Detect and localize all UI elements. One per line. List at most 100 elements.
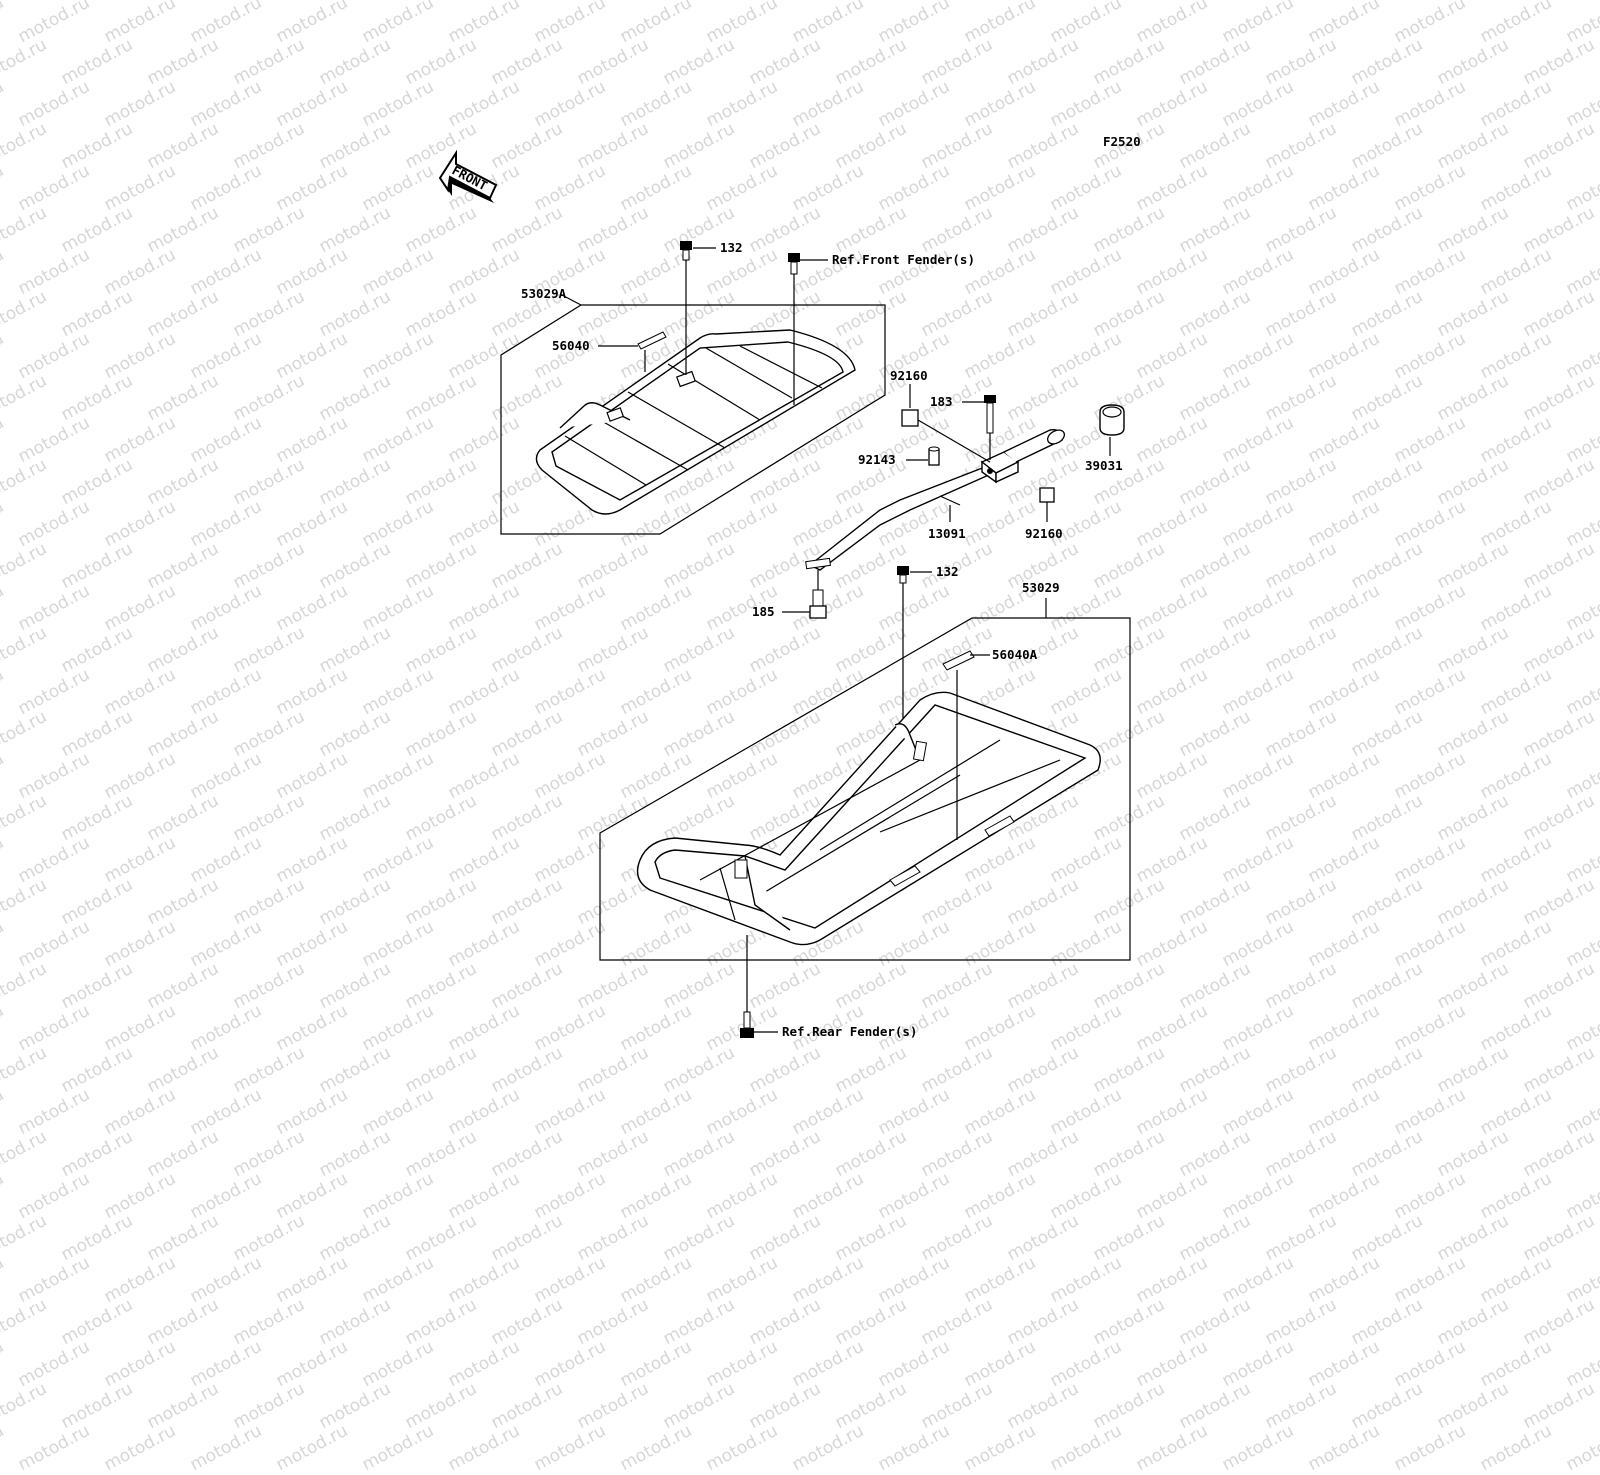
- label-rear-fender-ref: Ref.Rear Fender(s): [782, 1024, 917, 1039]
- watermark-text: motod.ru: [14, 1420, 94, 1475]
- watermark-text: motod.ru: [1003, 1210, 1083, 1266]
- watermark-text: motod.ru: [573, 1378, 653, 1434]
- label-cap: 39031: [1085, 458, 1123, 473]
- watermark-text: motod.ru: [315, 1294, 395, 1350]
- watermark-text: motod.ru: [1519, 1294, 1599, 1350]
- watermark-text: motod.ru: [1519, 1378, 1599, 1434]
- watermark-text: motod.ru: [573, 1210, 653, 1266]
- watermark-text: motod.ru: [143, 1294, 223, 1350]
- watermark-text: motod.ru: [831, 1294, 911, 1350]
- watermark-text: motod.ru: [272, 1336, 352, 1392]
- watermark-text: motod.ru: [1390, 1420, 1470, 1475]
- label-rear-decal: 56040A: [992, 647, 1038, 662]
- watermark-text: motod.ru: [1433, 1378, 1513, 1434]
- bolt-185: [782, 570, 827, 619]
- watermark-text: motod.ru: [401, 1378, 481, 1434]
- watermark-text: motod.ru: [1261, 1294, 1341, 1350]
- watermark-text: motod.ru: [143, 1378, 223, 1434]
- watermark-text: motod.ru: [1562, 1336, 1600, 1392]
- watermark-text: motod.ru: [1347, 1378, 1427, 1434]
- watermark-text: motod.ru: [358, 1336, 438, 1392]
- watermark-text: motod.ru: [917, 1210, 997, 1266]
- watermark-text: motod.ru: [702, 1252, 782, 1308]
- label-collar-lower: 92160: [1025, 526, 1063, 541]
- watermark-text: motod.ru: [702, 1420, 782, 1475]
- watermark-text: motod.ru: [229, 1294, 309, 1350]
- collar-upper-92160: [901, 384, 919, 427]
- front-bolt-132: [680, 241, 716, 375]
- watermark-text: motod.ru: [960, 1420, 1040, 1475]
- label-rear-rack: 53029: [1022, 580, 1060, 595]
- bolt-183: [962, 395, 996, 460]
- watermark-text: motod.ru: [1476, 1336, 1556, 1392]
- watermark-text: motod.ru: [530, 1252, 610, 1308]
- watermark-text: motod.ru: [960, 1252, 1040, 1308]
- front-decal-56040: [598, 331, 667, 372]
- watermark-text: motod.ru: [1046, 1252, 1126, 1308]
- watermark-text: motod.ru: [1218, 1252, 1298, 1308]
- watermark-text: motod.ru: [14, 1336, 94, 1392]
- watermark-text: motod.ru: [186, 1336, 266, 1392]
- watermark-text: motod.ru: [487, 1294, 567, 1350]
- rear-decal-56040a: [942, 650, 990, 840]
- watermark-text: motod.ru: [1132, 1336, 1212, 1392]
- watermark-text: motod.ru: [616, 1420, 696, 1475]
- watermark-text: motod.ru: [186, 1252, 266, 1308]
- watermark-text: motod.ru: [487, 1210, 567, 1266]
- label-spacer: 92143: [858, 452, 896, 467]
- rear-rack: [636, 691, 1101, 946]
- watermark-text: motod.ru: [616, 1336, 696, 1392]
- front-rack-group: 132 Ref.Front Fender(s) 56040 53029A: [500, 240, 975, 535]
- watermark-text: motod.ru: [1562, 1420, 1600, 1475]
- watermark-text: motod.ru: [1175, 1210, 1255, 1266]
- rear-rack-group: 56040A 53029: [599, 580, 1131, 961]
- watermark-text: motod.ru: [659, 1210, 739, 1266]
- watermark-text: motod.ru: [874, 1252, 954, 1308]
- front-direction-arrow: FRONT: [438, 149, 498, 203]
- watermark-text: motod.ru: [186, 1420, 266, 1475]
- watermark-text: motod.ru: [487, 1378, 567, 1434]
- label-bolt-185: 185: [752, 604, 775, 619]
- front-fender-bolt: [788, 253, 828, 405]
- parts-diagram: F2520 FRONT 132: [438, 134, 1141, 1039]
- front-rack: [535, 329, 856, 515]
- watermark-text: motod.ru: [0, 1252, 8, 1308]
- watermark-text: motod.ru: [1132, 1252, 1212, 1308]
- watermark-text: motod.ru: [1347, 1210, 1427, 1266]
- watermark-text: motod.ru: [272, 1252, 352, 1308]
- watermark-text: motod.ru: [0, 1294, 51, 1350]
- watermark-text: motod.ru: [0, 1420, 8, 1475]
- watermark-text: motod.ru: [745, 1378, 825, 1434]
- label-front-decal: 56040: [552, 338, 590, 353]
- watermark-text: motod.ru: [1304, 1336, 1384, 1392]
- watermark-text: motod.ru: [1175, 1378, 1255, 1434]
- label-mid-bolt: 132: [936, 564, 959, 579]
- watermark-text: motod.ru: [229, 1210, 309, 1266]
- watermark-text: motod.ru: [874, 1336, 954, 1392]
- watermark-text: motod.ru: [57, 1378, 137, 1434]
- watermark-text: motod.ru: [788, 1336, 868, 1392]
- watermark-text: motod.ru: [1261, 1210, 1341, 1266]
- watermark-text: motod.ru: [315, 1210, 395, 1266]
- watermark-text: motod.ru: [100, 1336, 180, 1392]
- watermark-text: motod.ru: [1261, 1378, 1341, 1434]
- watermark-text: motod.ru: [57, 1294, 137, 1350]
- watermark-text: motod.ru: [1218, 1420, 1298, 1475]
- watermark-text: motod.ru: [1304, 1420, 1384, 1475]
- watermark-text: motod.ru: [1218, 1336, 1298, 1392]
- watermark-text: motod.ru: [100, 1420, 180, 1475]
- watermark-text: motod.ru: [0, 1378, 51, 1434]
- watermark-text: motod.ru: [1433, 1294, 1513, 1350]
- watermark-text: motod.ru: [530, 1336, 610, 1392]
- watermark-text: motod.ru: [315, 1378, 395, 1434]
- rear-fender-bolt: [740, 935, 778, 1038]
- watermark-text: motod.ru: [659, 1294, 739, 1350]
- watermark-text: motod.ru: [1089, 1294, 1169, 1350]
- watermark-text: motod.ru: [401, 1210, 481, 1266]
- watermark-text: motod.ru: [444, 1336, 524, 1392]
- watermark-text: motod.ru: [745, 1294, 825, 1350]
- watermark-text: motod.ru: [229, 1378, 309, 1434]
- watermark-text: motod.ru: [702, 1336, 782, 1392]
- watermark-text: motod.ru: [444, 1420, 524, 1475]
- watermark-text: motod.ru: [1476, 1252, 1556, 1308]
